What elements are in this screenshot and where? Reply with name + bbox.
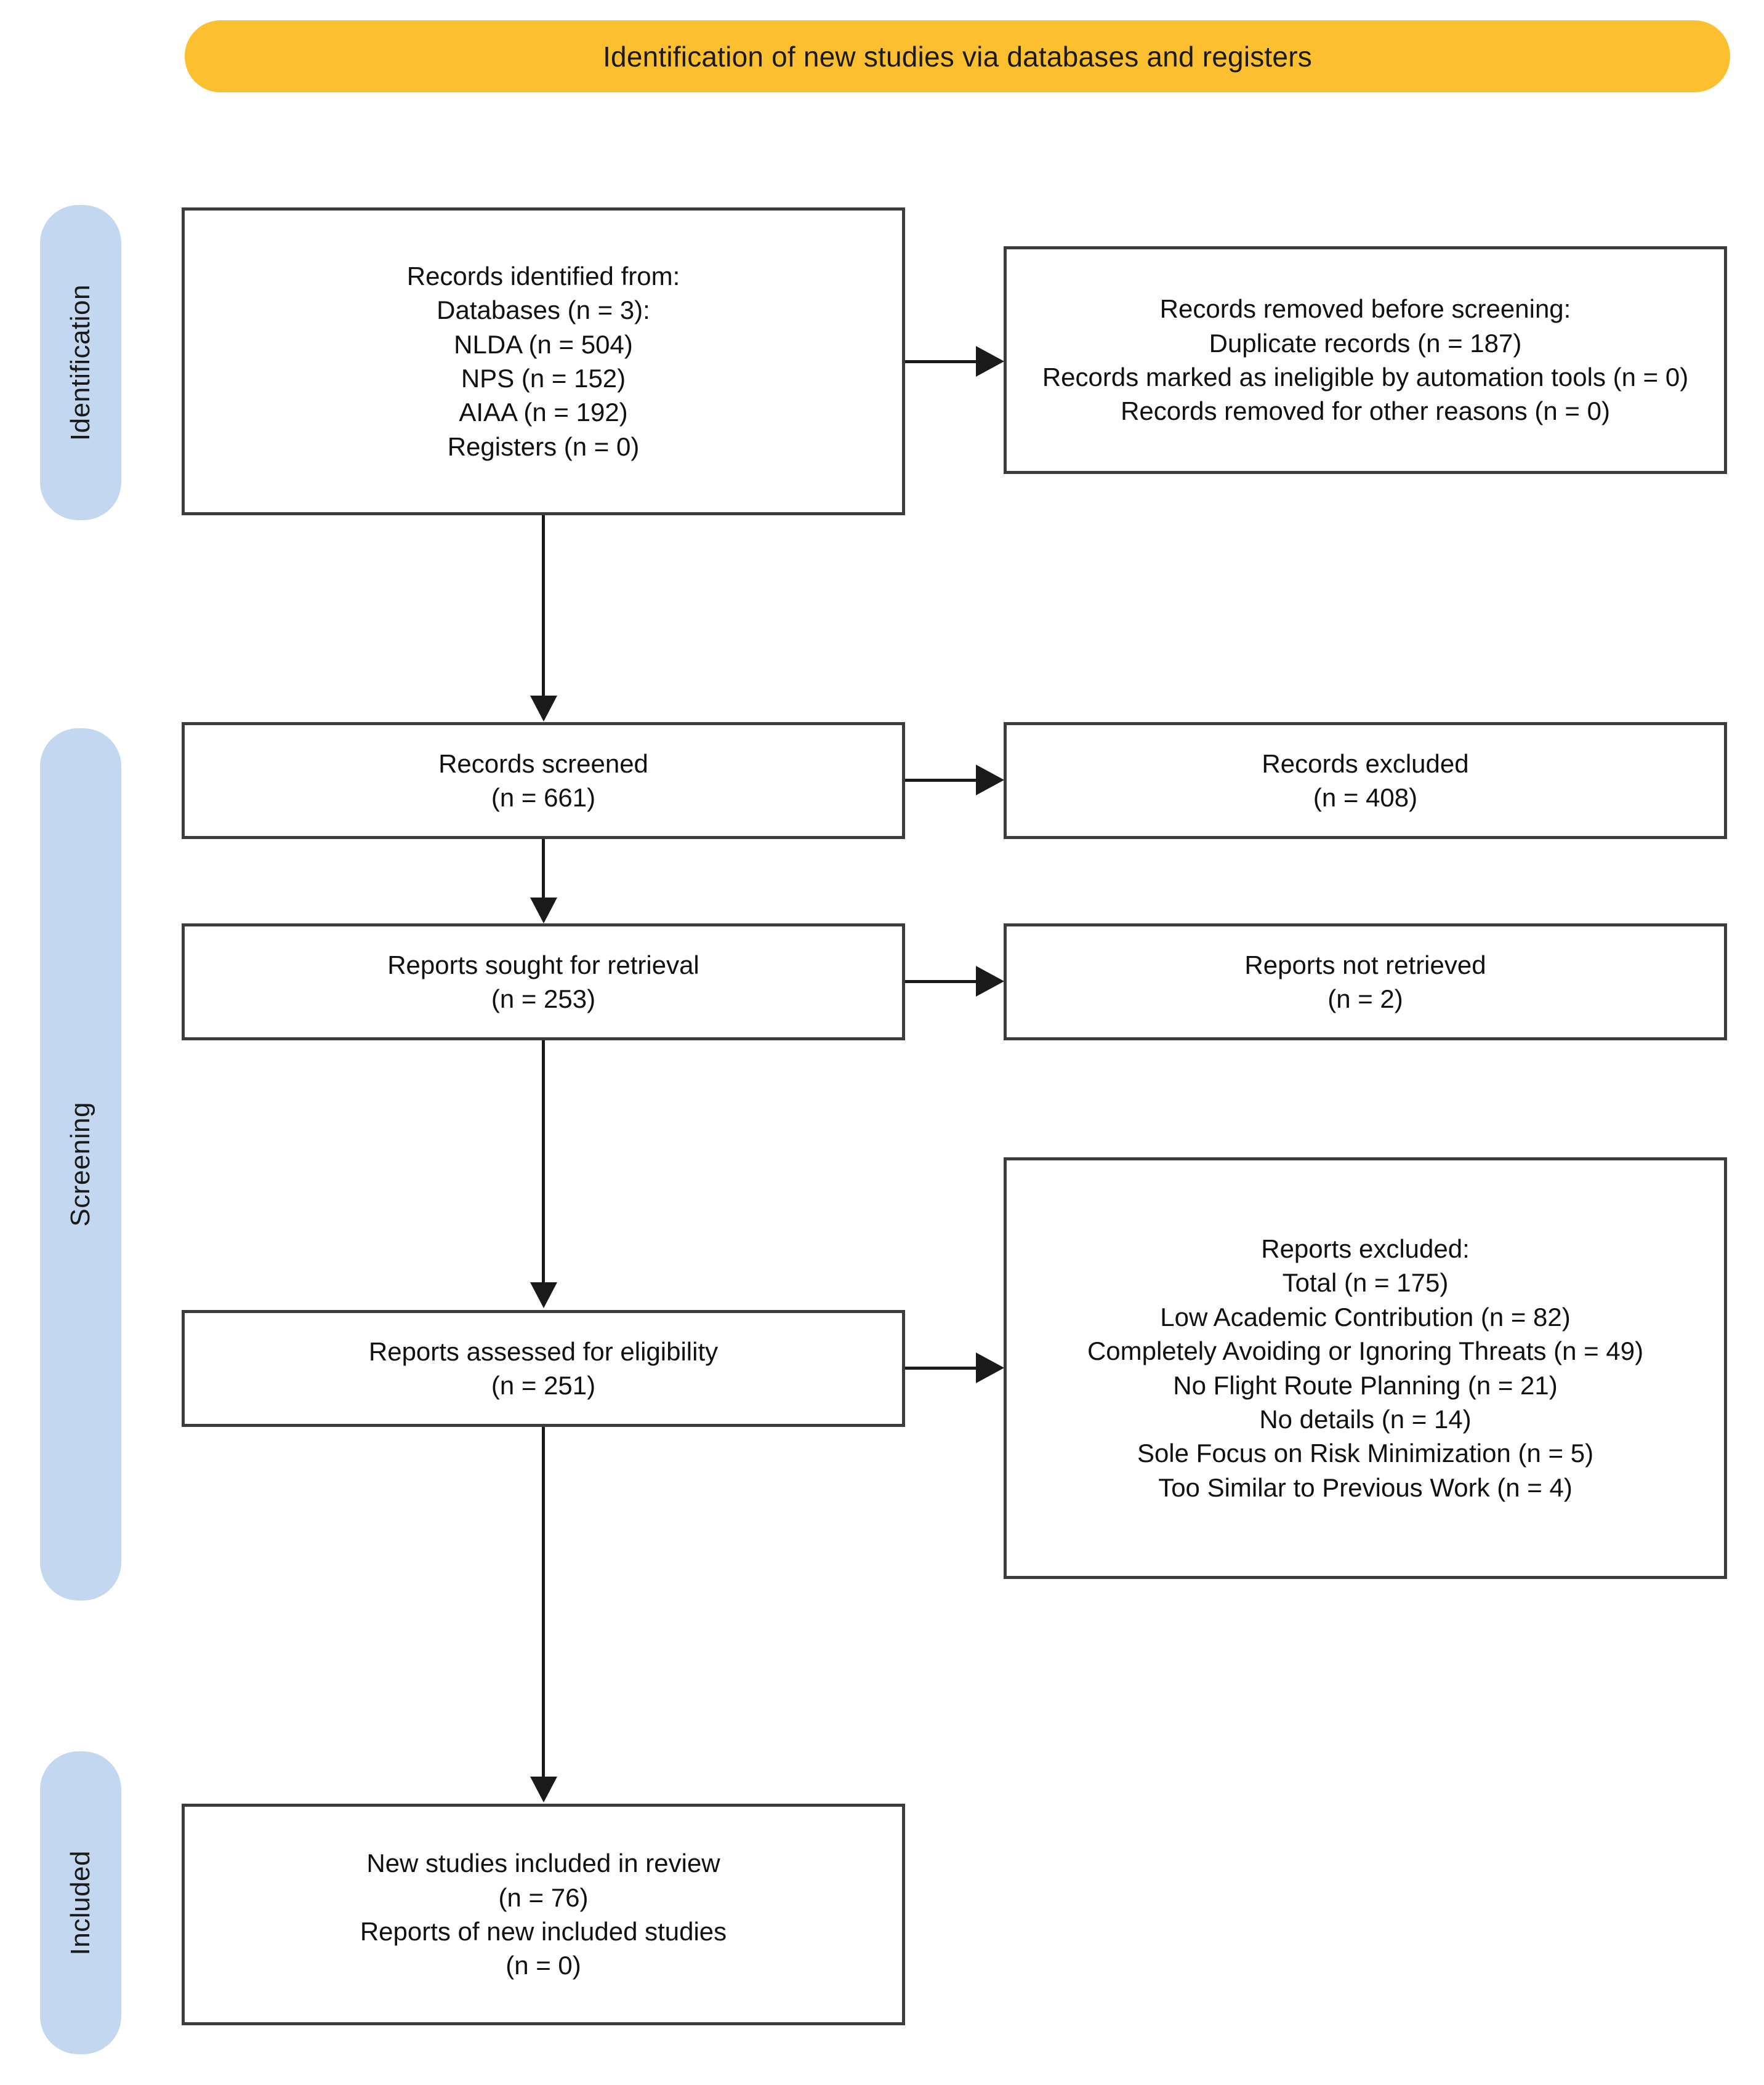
arrowhead-identified-to-screened bbox=[530, 696, 557, 721]
box-records-excluded-content: Records excluded (n = 408) bbox=[1253, 743, 1477, 819]
box-reports-excluded-content: Reports excluded: Total (n = 175) Low Ac… bbox=[1079, 1228, 1652, 1509]
connector-assessed-to-included bbox=[542, 1427, 545, 1778]
box-line: (n = 661) bbox=[491, 783, 596, 812]
stage-label-screening: Screening bbox=[40, 728, 121, 1601]
box-line: New studies included in review bbox=[366, 1849, 720, 1878]
box-records-identified-content: Records identified from: Databases (n = … bbox=[398, 255, 689, 468]
box-line: (n = 253) bbox=[491, 984, 596, 1013]
box-reports-excluded: Reports excluded: Total (n = 175) Low Ac… bbox=[1004, 1157, 1727, 1579]
box-line: Total (n = 175) bbox=[1282, 1268, 1449, 1298]
arrowhead-screened-to-excluded bbox=[976, 765, 1004, 795]
stage-label-included-text: Included bbox=[65, 1850, 95, 1956]
box-line: No Flight Route Planning (n = 21) bbox=[1173, 1370, 1558, 1400]
box-new-studies-included: New studies included in review (n = 76) … bbox=[182, 1804, 905, 2025]
box-reports-sought: Reports sought for retrieval (n = 253) bbox=[182, 923, 905, 1040]
box-line: Records excluded bbox=[1262, 749, 1469, 778]
connector-identified-to-removed bbox=[905, 360, 976, 363]
box-line: Reports assessed for eligibility bbox=[368, 1336, 719, 1366]
connector-identified-to-screened bbox=[542, 515, 545, 697]
connector-sought-to-not-retrieved bbox=[905, 980, 976, 983]
box-records-identified: Records identified from: Databases (n = … bbox=[182, 207, 905, 515]
stage-label-identification-text: Identification bbox=[65, 284, 95, 441]
box-records-removed: Records removed before screening: Duplic… bbox=[1004, 246, 1727, 474]
box-line: Completely Avoiding or Ignoring Threats … bbox=[1087, 1336, 1644, 1366]
stage-label-identification: Identification bbox=[40, 205, 121, 520]
box-line: (n = 2) bbox=[1327, 984, 1403, 1013]
box-reports-assessed: Reports assessed for eligibility (n = 25… bbox=[182, 1310, 905, 1427]
stage-label-included: Included bbox=[40, 1751, 121, 2054]
box-records-removed-content: Records removed before screening: Duplic… bbox=[1034, 288, 1697, 432]
box-line: Records marked as ineligible by automati… bbox=[1042, 363, 1689, 392]
box-reports-sought-content: Reports sought for retrieval (n = 253) bbox=[379, 944, 708, 1020]
arrowhead-identified-to-removed bbox=[976, 346, 1004, 377]
box-line: (n = 76) bbox=[498, 1882, 589, 1912]
box-line: Too Similar to Previous Work (n = 4) bbox=[1158, 1472, 1573, 1502]
diagram-title-banner: Identification of new studies via databa… bbox=[185, 20, 1730, 92]
box-line: AIAA (n = 192) bbox=[459, 398, 628, 427]
box-line: Records screened bbox=[438, 749, 648, 778]
box-reports-assessed-content: Reports assessed for eligibility (n = 25… bbox=[360, 1331, 727, 1407]
arrowhead-sought-to-not-retrieved bbox=[976, 966, 1004, 997]
box-line: (n = 0) bbox=[505, 1951, 581, 1980]
box-line: Reports not retrieved bbox=[1244, 950, 1486, 979]
box-line: NPS (n = 152) bbox=[461, 364, 626, 393]
box-line: Reports excluded: bbox=[1261, 1234, 1470, 1263]
connector-screened-to-excluded bbox=[905, 779, 976, 782]
box-line: Reports sought for retrieval bbox=[387, 950, 699, 979]
arrowhead-assessed-to-included bbox=[530, 1777, 557, 1802]
box-new-studies-included-content: New studies included in review (n = 76) … bbox=[352, 1842, 735, 1987]
box-line: (n = 251) bbox=[491, 1371, 596, 1400]
box-records-screened: Records screened (n = 661) bbox=[182, 722, 905, 839]
connector-screened-to-sought bbox=[542, 839, 545, 899]
arrowhead-screened-to-sought bbox=[530, 898, 557, 923]
box-line: NLDA (n = 504) bbox=[454, 329, 633, 359]
box-line: Reports of new included studies bbox=[360, 1917, 727, 1946]
box-line: Databases (n = 3): bbox=[437, 295, 650, 325]
arrowhead-assessed-to-reports-excluded bbox=[976, 1352, 1004, 1383]
arrowhead-sought-to-assessed bbox=[530, 1282, 557, 1308]
box-line: Records identified from: bbox=[406, 261, 680, 291]
box-line: Duplicate records (n = 187) bbox=[1209, 328, 1522, 358]
box-reports-not-retrieved-content: Reports not retrieved (n = 2) bbox=[1236, 944, 1494, 1020]
stage-label-screening-text: Screening bbox=[65, 1102, 95, 1227]
box-line: (n = 408) bbox=[1313, 783, 1418, 812]
box-reports-not-retrieved: Reports not retrieved (n = 2) bbox=[1004, 923, 1727, 1040]
box-records-screened-content: Records screened (n = 661) bbox=[430, 743, 657, 819]
connector-sought-to-assessed bbox=[542, 1040, 545, 1284]
box-line: Records removed for other reasons (n = 0… bbox=[1121, 396, 1610, 426]
box-line: Records removed before screening: bbox=[1159, 294, 1571, 324]
diagram-title: Identification of new studies via databa… bbox=[603, 40, 1312, 73]
box-line: Sole Focus on Risk Minimization (n = 5) bbox=[1137, 1439, 1594, 1468]
box-records-excluded: Records excluded (n = 408) bbox=[1004, 722, 1727, 839]
box-line: Registers (n = 0) bbox=[447, 432, 640, 461]
box-line: Low Academic Contribution (n = 82) bbox=[1160, 1302, 1571, 1332]
connector-assessed-to-reports-excluded bbox=[905, 1367, 976, 1370]
box-line: No details (n = 14) bbox=[1259, 1404, 1472, 1434]
